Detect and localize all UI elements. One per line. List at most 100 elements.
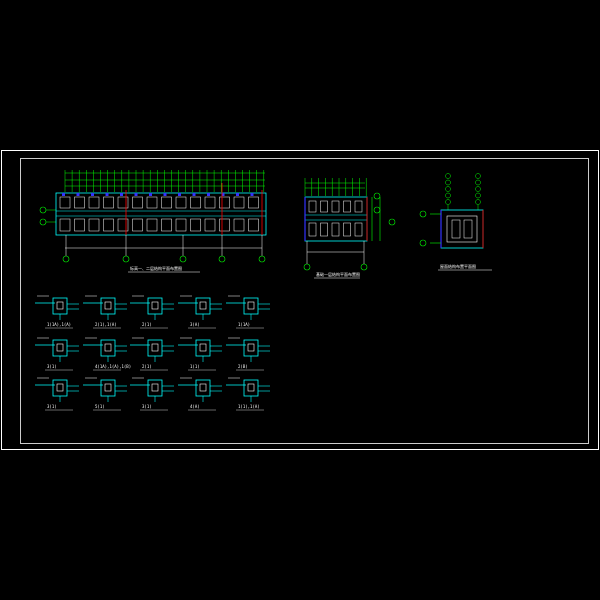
room-lower: [308, 222, 317, 237]
detail-section: 5(1): [83, 377, 127, 411]
room-lower: [204, 218, 216, 232]
column: [163, 193, 167, 196]
room-upper: [161, 196, 172, 209]
axis-bubble: [39, 206, 47, 214]
axis-bubble: [419, 210, 427, 218]
axis-bubble: [475, 179, 481, 186]
room-upper: [59, 196, 71, 209]
room-lower: [146, 218, 158, 232]
axis-bubble: [62, 255, 70, 263]
plan-b-outline: [304, 196, 368, 242]
column: [207, 193, 210, 196]
detail-section: 3(A): [178, 295, 222, 329]
room-lower: [74, 218, 85, 232]
plan-b: 基础一层结构平面布置图: [303, 178, 396, 279]
room-upper: [248, 196, 259, 209]
detail-section: 1(1A): [226, 295, 270, 329]
plan-b-title: 基础一层结构平面布置图: [316, 271, 360, 277]
column: [221, 193, 225, 196]
room-lower: [132, 218, 143, 232]
axis-bubble: [303, 263, 311, 271]
room-upper: [320, 200, 328, 213]
outer-frame: [1, 150, 599, 450]
room-upper: [190, 196, 201, 209]
detail-label: 4(1A),1(A),1(B): [95, 364, 131, 369]
column: [178, 193, 181, 196]
room-lower: [88, 218, 100, 232]
detail-label: 3(1): [142, 404, 152, 409]
axis-bubble: [475, 173, 481, 179]
detail-label: 1(1A),1(A): [47, 322, 71, 327]
axis-bubble: [445, 186, 451, 192]
detail-label: 3(1): [47, 364, 57, 369]
room-upper: [331, 200, 340, 213]
plan-b-top-ticks: [304, 178, 367, 196]
room-lower: [161, 218, 172, 232]
column: [76, 193, 80, 196]
room-upper: [308, 200, 317, 213]
column: [105, 193, 109, 196]
axis-bubble: [445, 173, 451, 179]
room-upper: [103, 196, 114, 209]
detail-label: 2(B): [238, 364, 248, 369]
detail-sections: 1(1A),1(A)2(1),1(A)2(1)3(A)1(1A)3(1)4(1A…: [35, 295, 270, 411]
plan-c-title: 屋面结构布置平面图: [440, 263, 476, 269]
detail-label: 3(1): [47, 404, 57, 409]
axis-bubble: [360, 263, 368, 271]
axis-bubble: [388, 218, 396, 226]
axis-bubble: [179, 255, 187, 263]
room-upper: [175, 196, 187, 209]
room-upper: [219, 196, 230, 209]
plan-a-top-dimensions: [65, 172, 265, 187]
detail-section: 2(1): [130, 337, 174, 371]
axis-bubble: [419, 239, 427, 247]
column: [236, 193, 239, 196]
room-lower: [320, 222, 328, 237]
axis-bubble: [122, 255, 130, 263]
detail-section: 2(B): [226, 337, 270, 371]
room-upper: [343, 200, 351, 213]
plan-b-rooms: [304, 197, 368, 241]
detail-label: 1(1),1(A): [238, 404, 260, 409]
axis-bubble: [475, 186, 481, 192]
room-lower: [354, 222, 363, 237]
detail-label: 3(A): [190, 322, 200, 327]
room-upper: [233, 196, 245, 209]
room-upper: [74, 196, 85, 209]
axis-bubble: [445, 192, 451, 199]
room-lower: [233, 218, 245, 232]
detail-label: 5(1): [95, 404, 105, 409]
column: [62, 193, 65, 196]
column: [120, 193, 123, 196]
axis-bubble: [39, 218, 47, 226]
room-lower: [219, 218, 230, 232]
axis-bubble: [475, 199, 481, 205]
room-upper: [354, 200, 363, 213]
room-lower: [117, 218, 129, 232]
axis-bubble: [445, 199, 451, 205]
room-upper: [88, 196, 100, 209]
room-lower: [331, 222, 340, 237]
room-lower: [103, 218, 114, 232]
detail-section: 3(1): [35, 337, 79, 371]
room-lower: [59, 218, 71, 232]
detail-section: 1(1),1(A): [226, 377, 270, 411]
plan-a-top-ticks: [64, 170, 265, 192]
plan-a-bottom-axes: [62, 235, 266, 263]
room-upper: [146, 196, 158, 209]
detail-section: 3(1): [35, 377, 79, 411]
axis-bubble: [475, 192, 481, 199]
plan-c: 屋面结构布置平面图: [419, 173, 492, 271]
plan-a-title: 标高一、二层结构平面布置图: [130, 265, 182, 271]
column: [149, 193, 152, 196]
column: [91, 193, 94, 196]
detail-label: 2(1): [142, 364, 152, 369]
detail-section: 3(1): [130, 377, 174, 411]
inner-frame: [20, 158, 589, 444]
axis-bubble: [373, 192, 381, 200]
axis-bubble: [258, 255, 266, 263]
detail-label: 1(1A): [238, 322, 250, 327]
detail-label: 1(1): [190, 364, 200, 369]
room-upper: [204, 196, 216, 209]
